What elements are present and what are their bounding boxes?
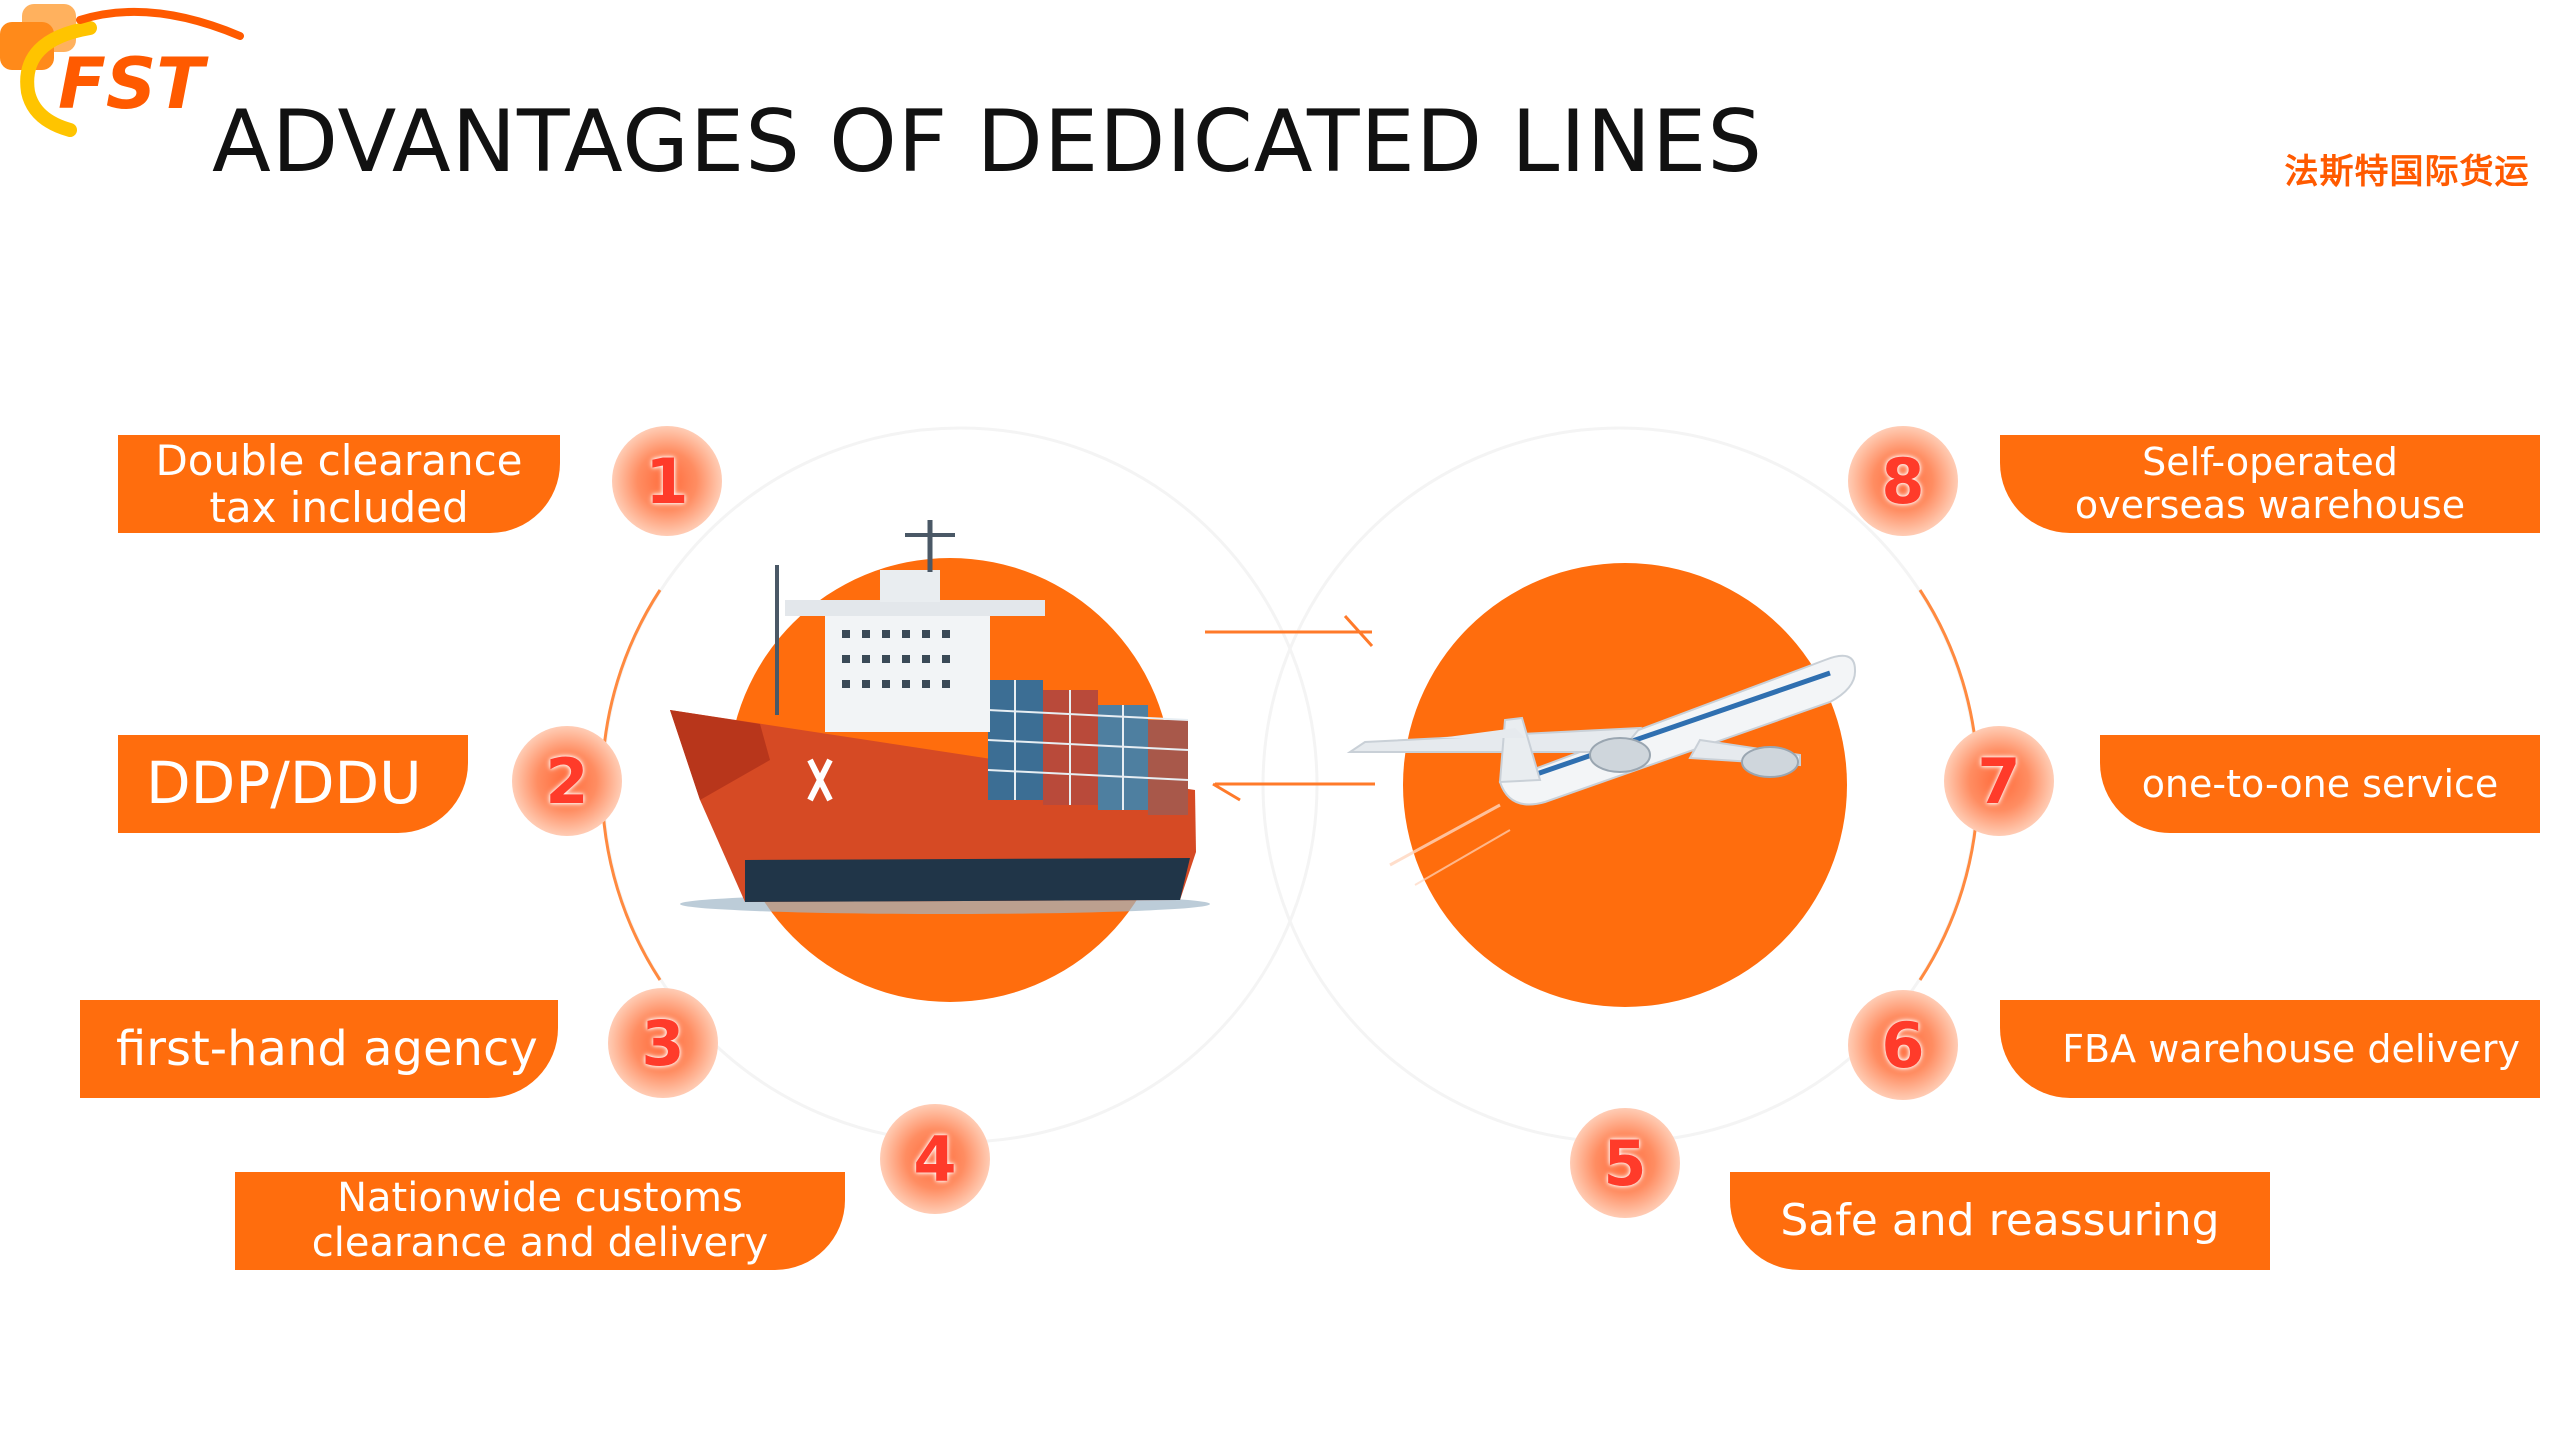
advantage-8-number: 8	[1848, 426, 1958, 536]
advantage-1-number: 1	[612, 426, 722, 536]
advantage-5-label: Safe and reassuring	[1730, 1172, 2270, 1270]
logo-company-name: 法斯特国际货运	[2284, 152, 2530, 192]
airplane-icon	[1346, 654, 1857, 886]
logo-mark: FST	[58, 43, 209, 125]
advantage-2-label: DDP/DDU	[118, 735, 468, 833]
advantage-2-number: 2	[512, 726, 622, 836]
fst-logo: FST	[20, 7, 244, 137]
advantage-7-label: one-to-one service	[2100, 735, 2540, 833]
advantage-6-number: 6	[1848, 990, 1958, 1100]
advantage-7-number: 7	[1944, 726, 2054, 836]
advantage-3-label: first-hand agency	[80, 1000, 558, 1098]
advantage-5-number: 5	[1570, 1108, 1680, 1218]
plane-backdrop-circle	[1403, 563, 1847, 1007]
page-title: ADVANTAGES OF DEDICATED LINES	[212, 92, 1763, 192]
advantage-4-number: 4	[880, 1104, 990, 1214]
double-arrow-icon	[1205, 614, 1375, 802]
advantage-3-number: 3	[608, 988, 718, 1098]
container-ship-icon	[670, 520, 1210, 914]
advantage-6-label: FBA warehouse delivery	[2000, 1000, 2540, 1098]
